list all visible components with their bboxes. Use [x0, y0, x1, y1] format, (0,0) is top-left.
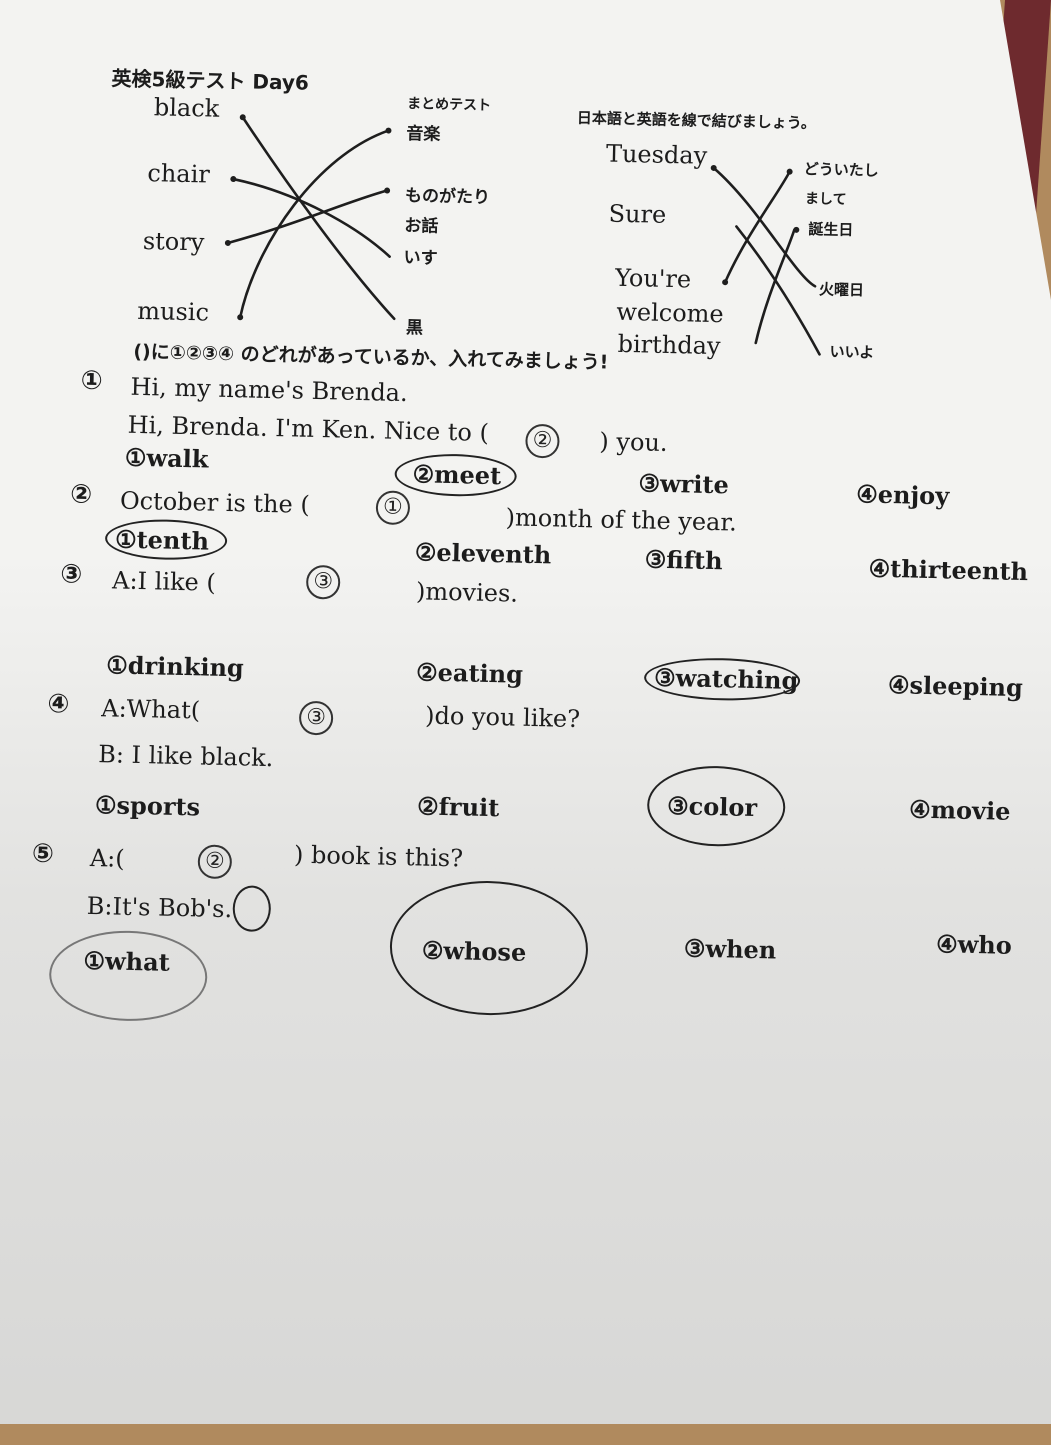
question-5-bobs-circle [232, 885, 272, 933]
photo-shadow [0, 560, 1051, 1424]
question-1-line-3: ) you. [599, 427, 668, 457]
question-1-option-4: ④enjoy [856, 479, 950, 511]
question-3-number: ③ [59, 559, 83, 590]
question-1-option-3: ③write [638, 468, 730, 500]
question-3-option-4: ④sleeping [887, 670, 1024, 703]
question-5-answer: ② [197, 844, 233, 880]
question-4-line-1: A:What( [100, 694, 201, 725]
question-5-erased-circle [48, 929, 209, 1023]
question-5-selected-circle [388, 878, 590, 1018]
question-5-option-4: ④who [935, 929, 1013, 960]
question-5-line-1: A:( [89, 843, 125, 873]
matching-lines [224, 114, 821, 356]
question-4-number: ④ [47, 688, 70, 720]
question-4-answer: ③ [298, 700, 334, 736]
question-2-line-2: )month of the year. [505, 503, 738, 537]
question-3-option-2: ②eating [415, 657, 524, 689]
question-3-selected-circle [643, 656, 801, 703]
question-5-line-2: ) book is this? [293, 840, 464, 873]
question-4-line-3: B: I like black. [97, 740, 274, 773]
question-2-answer: ① [375, 490, 411, 526]
question-5-number: ⑤ [31, 838, 55, 870]
question-5-line-3: B:It's Bob's. [86, 891, 233, 924]
question-4-option-1: ①sports [94, 790, 201, 822]
question-3-line-2: )movies. [415, 577, 519, 608]
question-4-line-2: )do you like? [424, 701, 581, 734]
question-3-line-1: A:I like ( [111, 566, 217, 597]
question-1-number: ① [80, 365, 104, 397]
question-2-selected-circle [104, 518, 228, 562]
question-1-selected-circle [394, 452, 518, 498]
question-2-option-2: ②eleventh [414, 537, 552, 570]
question-1-answer: ② [525, 423, 560, 459]
question-3-option-1: ①drinking [105, 650, 245, 683]
question-2-line-1: October is the ( [119, 486, 311, 519]
question-4-option-4: ④movie [908, 794, 1011, 826]
question-5-option-3: ③when [683, 933, 777, 965]
question-1-option-1: ①walk [124, 442, 209, 474]
question-3-answer: ③ [305, 564, 341, 600]
question-2-option-3: ③fifth [644, 544, 723, 576]
question-4-selected-circle [646, 764, 787, 848]
question-4-option-2: ②fruit [416, 791, 500, 823]
question-2-option-4: ④thirteenth [868, 553, 1029, 587]
question-2-number: ② [69, 479, 93, 510]
